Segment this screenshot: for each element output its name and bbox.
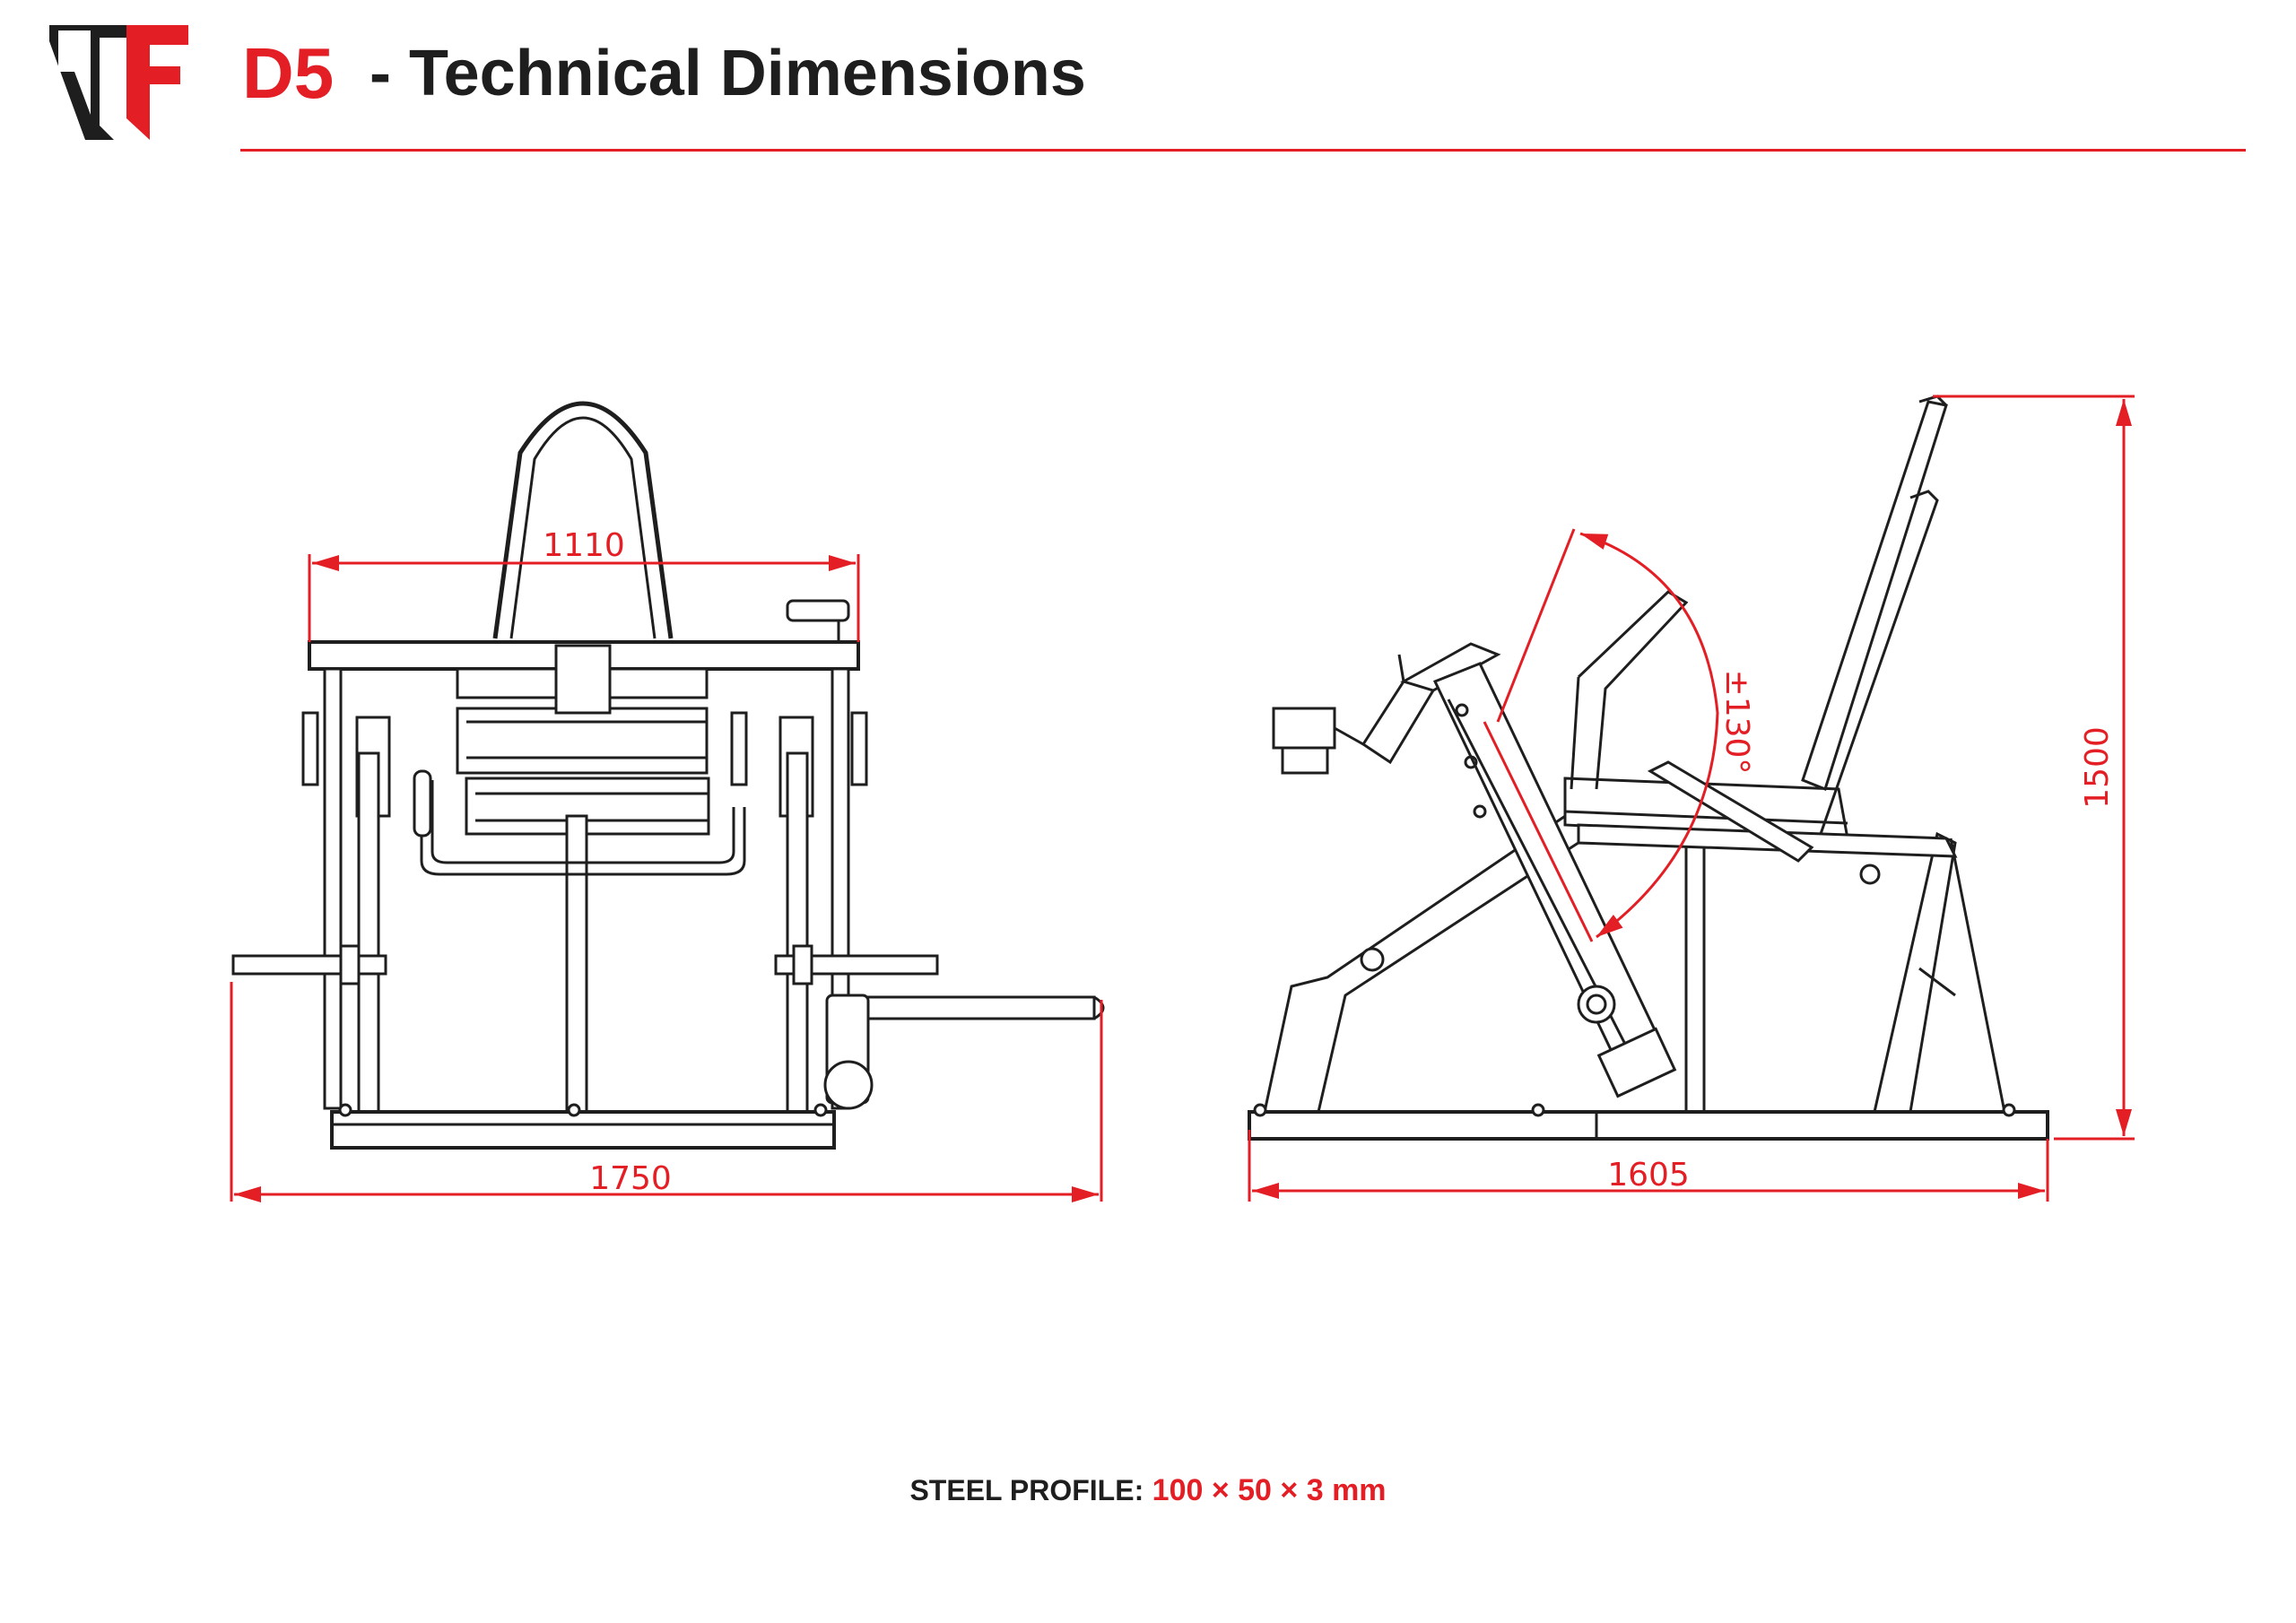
dim-side-height: 1500 bbox=[2079, 726, 2116, 809]
dim-front-top-width: 1110 bbox=[543, 527, 625, 564]
steel-profile-label: STEEL PROFILE: bbox=[909, 1474, 1144, 1506]
brand-logo bbox=[49, 25, 188, 140]
dim-side-total-length: 1605 bbox=[1607, 1157, 1690, 1193]
side-dimensions bbox=[1248, 395, 2135, 1202]
dim-front-total-width: 1750 bbox=[589, 1160, 672, 1197]
steel-profile-note: STEEL PROFILE: 100 × 50 × 3 mm bbox=[0, 1473, 2296, 1508]
front-view bbox=[231, 401, 1105, 1150]
front-dimensions bbox=[230, 554, 1103, 1202]
page-title: - Technical Dimensions bbox=[370, 38, 1086, 109]
dim-angle: ±130° bbox=[1718, 670, 1755, 775]
model-title: D5 bbox=[242, 33, 335, 113]
side-view bbox=[1248, 395, 2049, 1141]
title-divider bbox=[240, 149, 2246, 152]
steel-profile-value: 100 × 50 × 3 mm bbox=[1152, 1473, 1387, 1507]
